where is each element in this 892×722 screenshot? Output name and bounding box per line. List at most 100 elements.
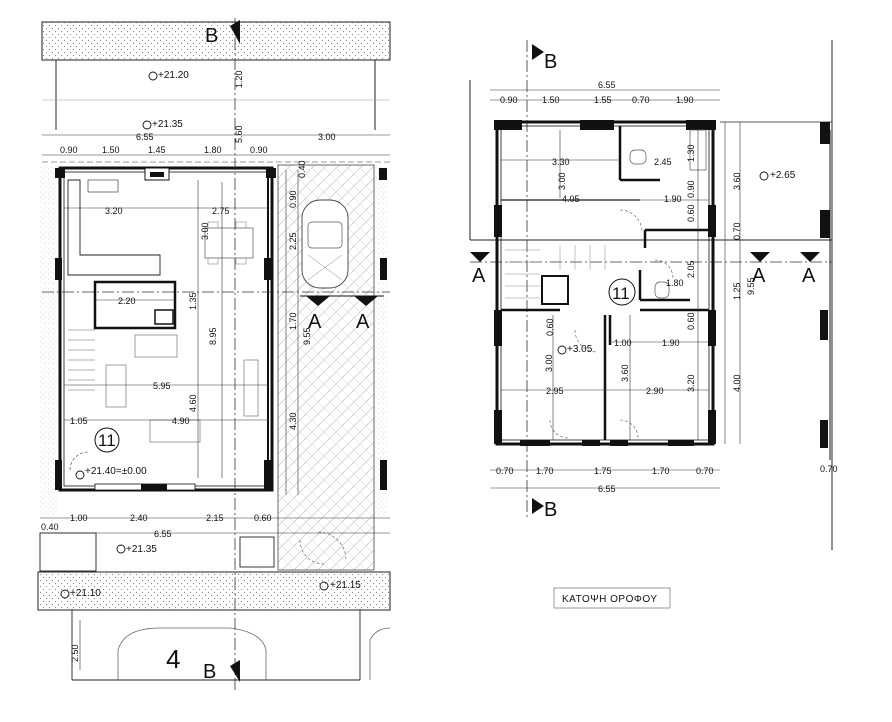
dim-label: 1.75	[594, 466, 612, 476]
dim-label: 1.70	[288, 312, 298, 330]
dim-label: 4.05	[562, 194, 580, 204]
level-marker: +21.40=±0.00	[85, 466, 147, 477]
lot-number: 4	[166, 644, 180, 674]
dim-label: 9.55	[746, 277, 756, 295]
dim-label: 1.90	[662, 338, 680, 348]
dim-label: 2.95	[546, 386, 564, 396]
garden-strip-top	[41, 21, 391, 61]
section-a-upper-2: A	[752, 265, 766, 287]
dim-label: 1.70	[652, 466, 670, 476]
dim-label: 0.90	[250, 145, 268, 155]
level-marker: +21.35	[152, 119, 183, 130]
dim-label: 3.00	[318, 132, 336, 142]
dim-label: 2.25	[288, 232, 298, 250]
dim-label: 6.55	[598, 484, 616, 494]
level-marker: +21.20	[158, 70, 189, 81]
dim-label: 0.70	[696, 466, 714, 476]
level-marker: +21.15	[330, 580, 361, 591]
dim-label: 5.95	[153, 381, 171, 391]
section-b-bottom-upper: B	[544, 499, 557, 521]
dim-label: 8.95	[208, 327, 218, 345]
section-a-mark-1: A	[308, 311, 322, 333]
dim-label: 4.90	[172, 416, 190, 426]
dim-label: 1.00	[70, 513, 88, 523]
dim-label: 3.60	[620, 364, 630, 382]
level-marker: +3.05	[567, 344, 593, 355]
dim-label: 1.35	[188, 292, 198, 310]
section-b-bottom: B	[203, 661, 216, 683]
side-yard-left	[40, 165, 58, 515]
dim-label: 1.25	[732, 282, 742, 300]
unit-number: 11	[98, 431, 116, 450]
dim-label: 0.40	[297, 160, 307, 178]
dim-label: 0.70	[732, 222, 742, 240]
dim-label: 3.00	[557, 172, 567, 190]
dim-label: 0.60	[545, 318, 555, 336]
level-marker: +21.10	[70, 588, 101, 599]
dim-label: 2.15	[206, 513, 224, 523]
dim-label: 0.60	[686, 204, 696, 222]
dim-label: 4.60	[188, 394, 198, 412]
dim-label: 0.90	[500, 95, 518, 105]
dim-label: 0.70	[820, 464, 838, 474]
dim-label: 1.20	[234, 70, 244, 88]
road-strip	[37, 571, 391, 611]
car-icon	[301, 199, 349, 289]
dim-label: 0.90	[288, 190, 298, 208]
section-a-mark-2: A	[356, 311, 370, 333]
dim-label: 3.20	[105, 206, 123, 216]
dim-label: 3.60	[732, 172, 742, 190]
dim-label: 4.30	[288, 412, 298, 430]
dim-label: 1.30	[686, 144, 696, 162]
upper-floor-plan	[469, 40, 833, 550]
dim-label: 2.90	[646, 386, 664, 396]
dim-label: 2.75	[212, 206, 230, 216]
dim-label: 9.55	[302, 327, 312, 345]
drawing-title: ΚΑΤΟΨΗ ΟΡΟΦΟΥ	[562, 594, 658, 605]
level-marker: +2.65	[770, 170, 796, 181]
dim-label: 3.30	[552, 157, 570, 167]
section-b-top: B	[205, 25, 218, 47]
dim-label: 6.55	[154, 529, 172, 539]
section-a-upper-3: A	[802, 265, 816, 287]
dim-label: 0.90	[686, 180, 696, 198]
dim-label: 1.70	[536, 466, 554, 476]
title-box	[553, 587, 671, 609]
dim-label: 1.55	[594, 95, 612, 105]
dim-label: 2.50	[70, 644, 80, 662]
dim-label: 1.90	[664, 194, 682, 204]
dim-label: 2.20	[118, 296, 136, 306]
dim-label: 0.70	[632, 95, 650, 105]
upper-floor-labels: B B A A A 6.55 0.90 1.50 1.55 0.70 1.90 …	[472, 51, 838, 609]
dim-label: 1.50	[102, 145, 120, 155]
dim-label: 0.60	[254, 513, 272, 523]
dim-label: 5.60	[234, 125, 244, 143]
dim-label: 1.90	[676, 95, 694, 105]
dim-label: 0.70	[496, 466, 514, 476]
dim-label: 1.50	[542, 95, 560, 105]
dim-label: 0.40	[41, 522, 59, 532]
unit-number-upper: 11	[612, 284, 630, 303]
ground-floor-labels: B B A A +21.20 +21.35 +21.40=±0.00 +21.3…	[41, 25, 370, 683]
level-marker: +21.35	[126, 544, 157, 555]
dim-label: 1.00	[614, 338, 632, 348]
dim-label: 2.45	[654, 157, 672, 167]
dim-label: 4.00	[732, 374, 742, 392]
section-a-upper-1: A	[472, 265, 486, 287]
dim-label: 1.80	[204, 145, 222, 155]
dim-label: 0.60	[686, 312, 696, 330]
dim-label: 2.40	[130, 513, 148, 523]
dim-label: 6.55	[136, 132, 154, 142]
parked-car-icon	[117, 627, 391, 680]
dim-label: 1.80	[666, 278, 684, 288]
dim-label: 3.00	[200, 222, 210, 240]
dim-label: 3.00	[544, 354, 554, 372]
dim-label: 1.45	[148, 145, 166, 155]
dim-label: 3.20	[686, 374, 696, 392]
dim-label: 0.90	[60, 145, 78, 155]
dim-label: 6.55	[598, 80, 616, 90]
dim-label: 1.05	[70, 416, 88, 426]
section-b-top-upper: B	[544, 51, 557, 73]
dim-label: 2.05	[686, 260, 696, 278]
